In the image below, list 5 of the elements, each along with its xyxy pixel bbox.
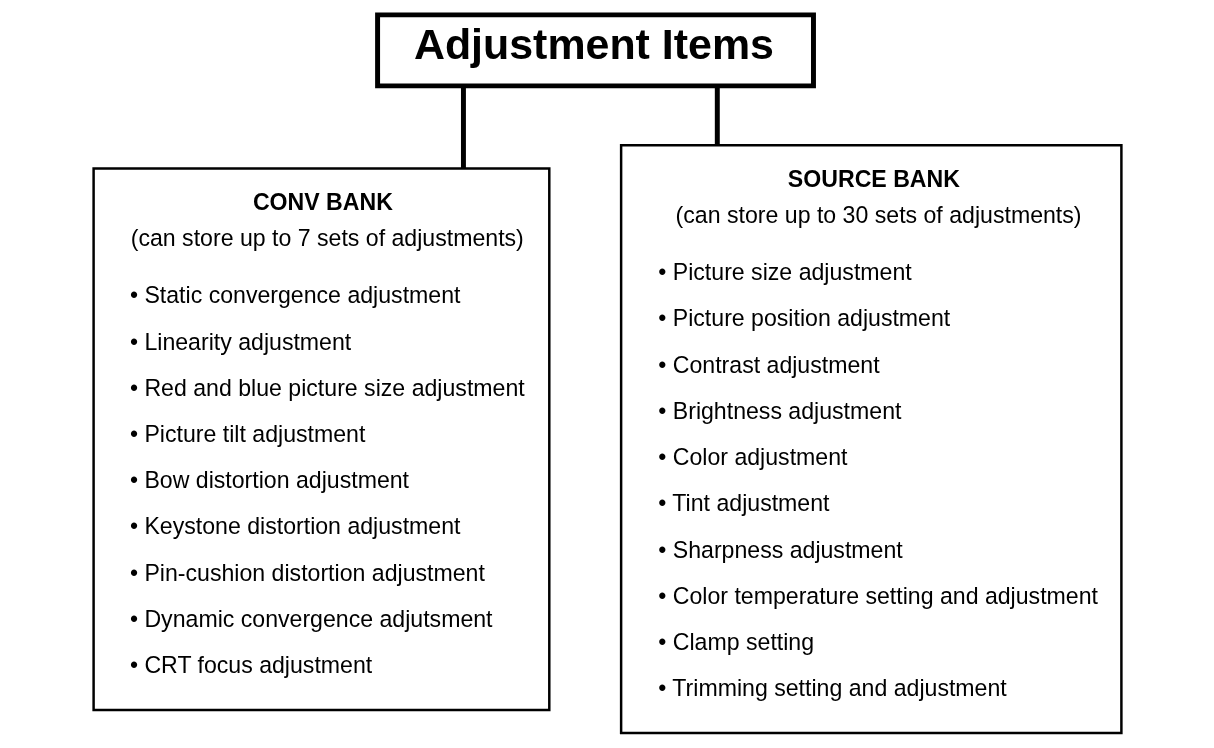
node-box: CONV BANK (can store up to 7 sets of adjustments) • Static convergence adjustment • Linearity adjustment • Red and blue picture size adjustment • Picture tilt adjustment • Bow distortion adjustment • Keystone distortion adjustment • Pin-cushion distortion adjustment • Dynamic convergence adjutsment • CRT focus adjustment: [91, 167, 551, 712]
connector: [460, 86, 466, 169]
node-box: Adjustment Items: [374, 12, 816, 89]
node-box: SOURCE BANK (can store up to 30 sets of adjustments) • Picture size adjustment • Picture position adjustment • Contrast adjustment • Brightness adjustment • Color adjustment • Tint adjustment • Sharpness adjustment • Color temperature setting and adjustment • Clamp setting • Trimming setting and adjustment: [619, 144, 1123, 735]
connector: [714, 86, 720, 145]
